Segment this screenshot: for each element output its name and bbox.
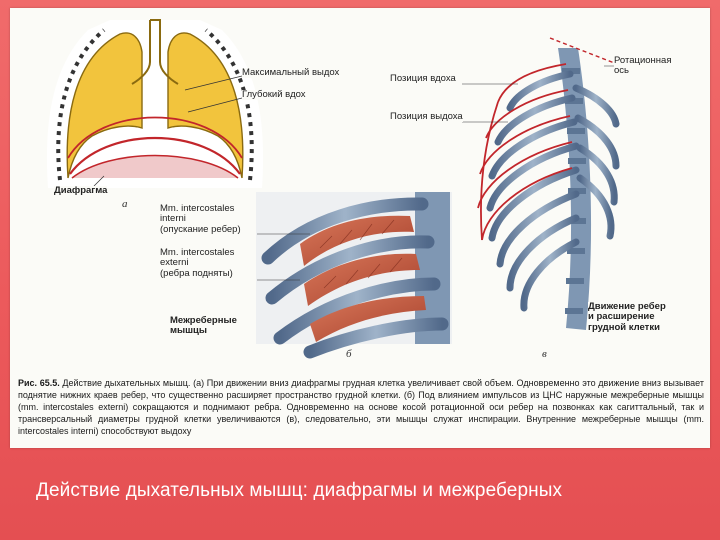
panel-c-letter: в	[542, 348, 547, 360]
label-internal-line-2: interni	[160, 213, 186, 225]
label-external-line-1: Mm. intercostales	[160, 247, 235, 258]
label-rotation-axis: Ротационная ось	[614, 55, 672, 77]
label-intercostal-line-1: Межреберные	[170, 315, 237, 326]
panel-b-intercostal-diagram	[256, 192, 452, 359]
label-external-line-3: (ребра подняты)	[160, 267, 233, 279]
label-internal-intercostals: Mm. intercostales interni (опускание реб…	[160, 203, 241, 236]
label-rotation-line-1: Ротационная	[614, 55, 672, 66]
label-rib-movement-line-1: Движение ребер	[588, 301, 666, 312]
label-internal-line-1: Mm. intercostales	[160, 203, 235, 214]
figure-number: Рис. 65.5.	[18, 378, 60, 388]
label-external-intercostals: Mm. intercostales externi (ребра подняты…	[160, 247, 235, 280]
figure-caption: Рис. 65.5. Действие дыхательных мышц. (а…	[18, 378, 704, 437]
panel-b-letter: б	[346, 348, 352, 360]
label-diaphragm: Диафрагма	[54, 185, 108, 197]
label-rib-movement-line-2: и расширение	[588, 311, 655, 323]
label-rib-movement-line-3: грудной клетки	[588, 321, 660, 333]
label-intercostal-line-2: мышцы	[170, 325, 208, 337]
panel-c-ribcage-diagram	[462, 37, 623, 330]
label-deep-inhale: Глубокий вдох	[242, 89, 306, 101]
label-rotation-line-2: ось	[614, 65, 629, 77]
respiratory-muscles-illustration	[46, 19, 623, 359]
slide-title: Действие дыхательных мышц: диафрагмы и м…	[36, 480, 563, 501]
label-external-line-2: externi	[160, 257, 189, 269]
label-max-exhale: Максимальный выдох	[242, 67, 340, 79]
label-rib-movement: Движение ребер и расширение грудной клет…	[588, 301, 666, 334]
panel-a-letter: а	[122, 198, 128, 210]
figure-caption-text: Действие дыхательных мышц. (а) При движе…	[18, 378, 704, 436]
label-exhale-position: Позиция выдоха	[390, 111, 463, 123]
label-inhale-position: Позиция вдоха	[390, 73, 456, 85]
textbook-figure-card: Максимальный выдох Глубокий вдох Диафраг…	[10, 8, 710, 448]
label-intercostal-muscles: Межреберные мышцы	[170, 315, 237, 337]
label-internal-line-3: (опускание ребер)	[160, 223, 241, 235]
panel-a-lungs-diagram	[46, 19, 264, 188]
